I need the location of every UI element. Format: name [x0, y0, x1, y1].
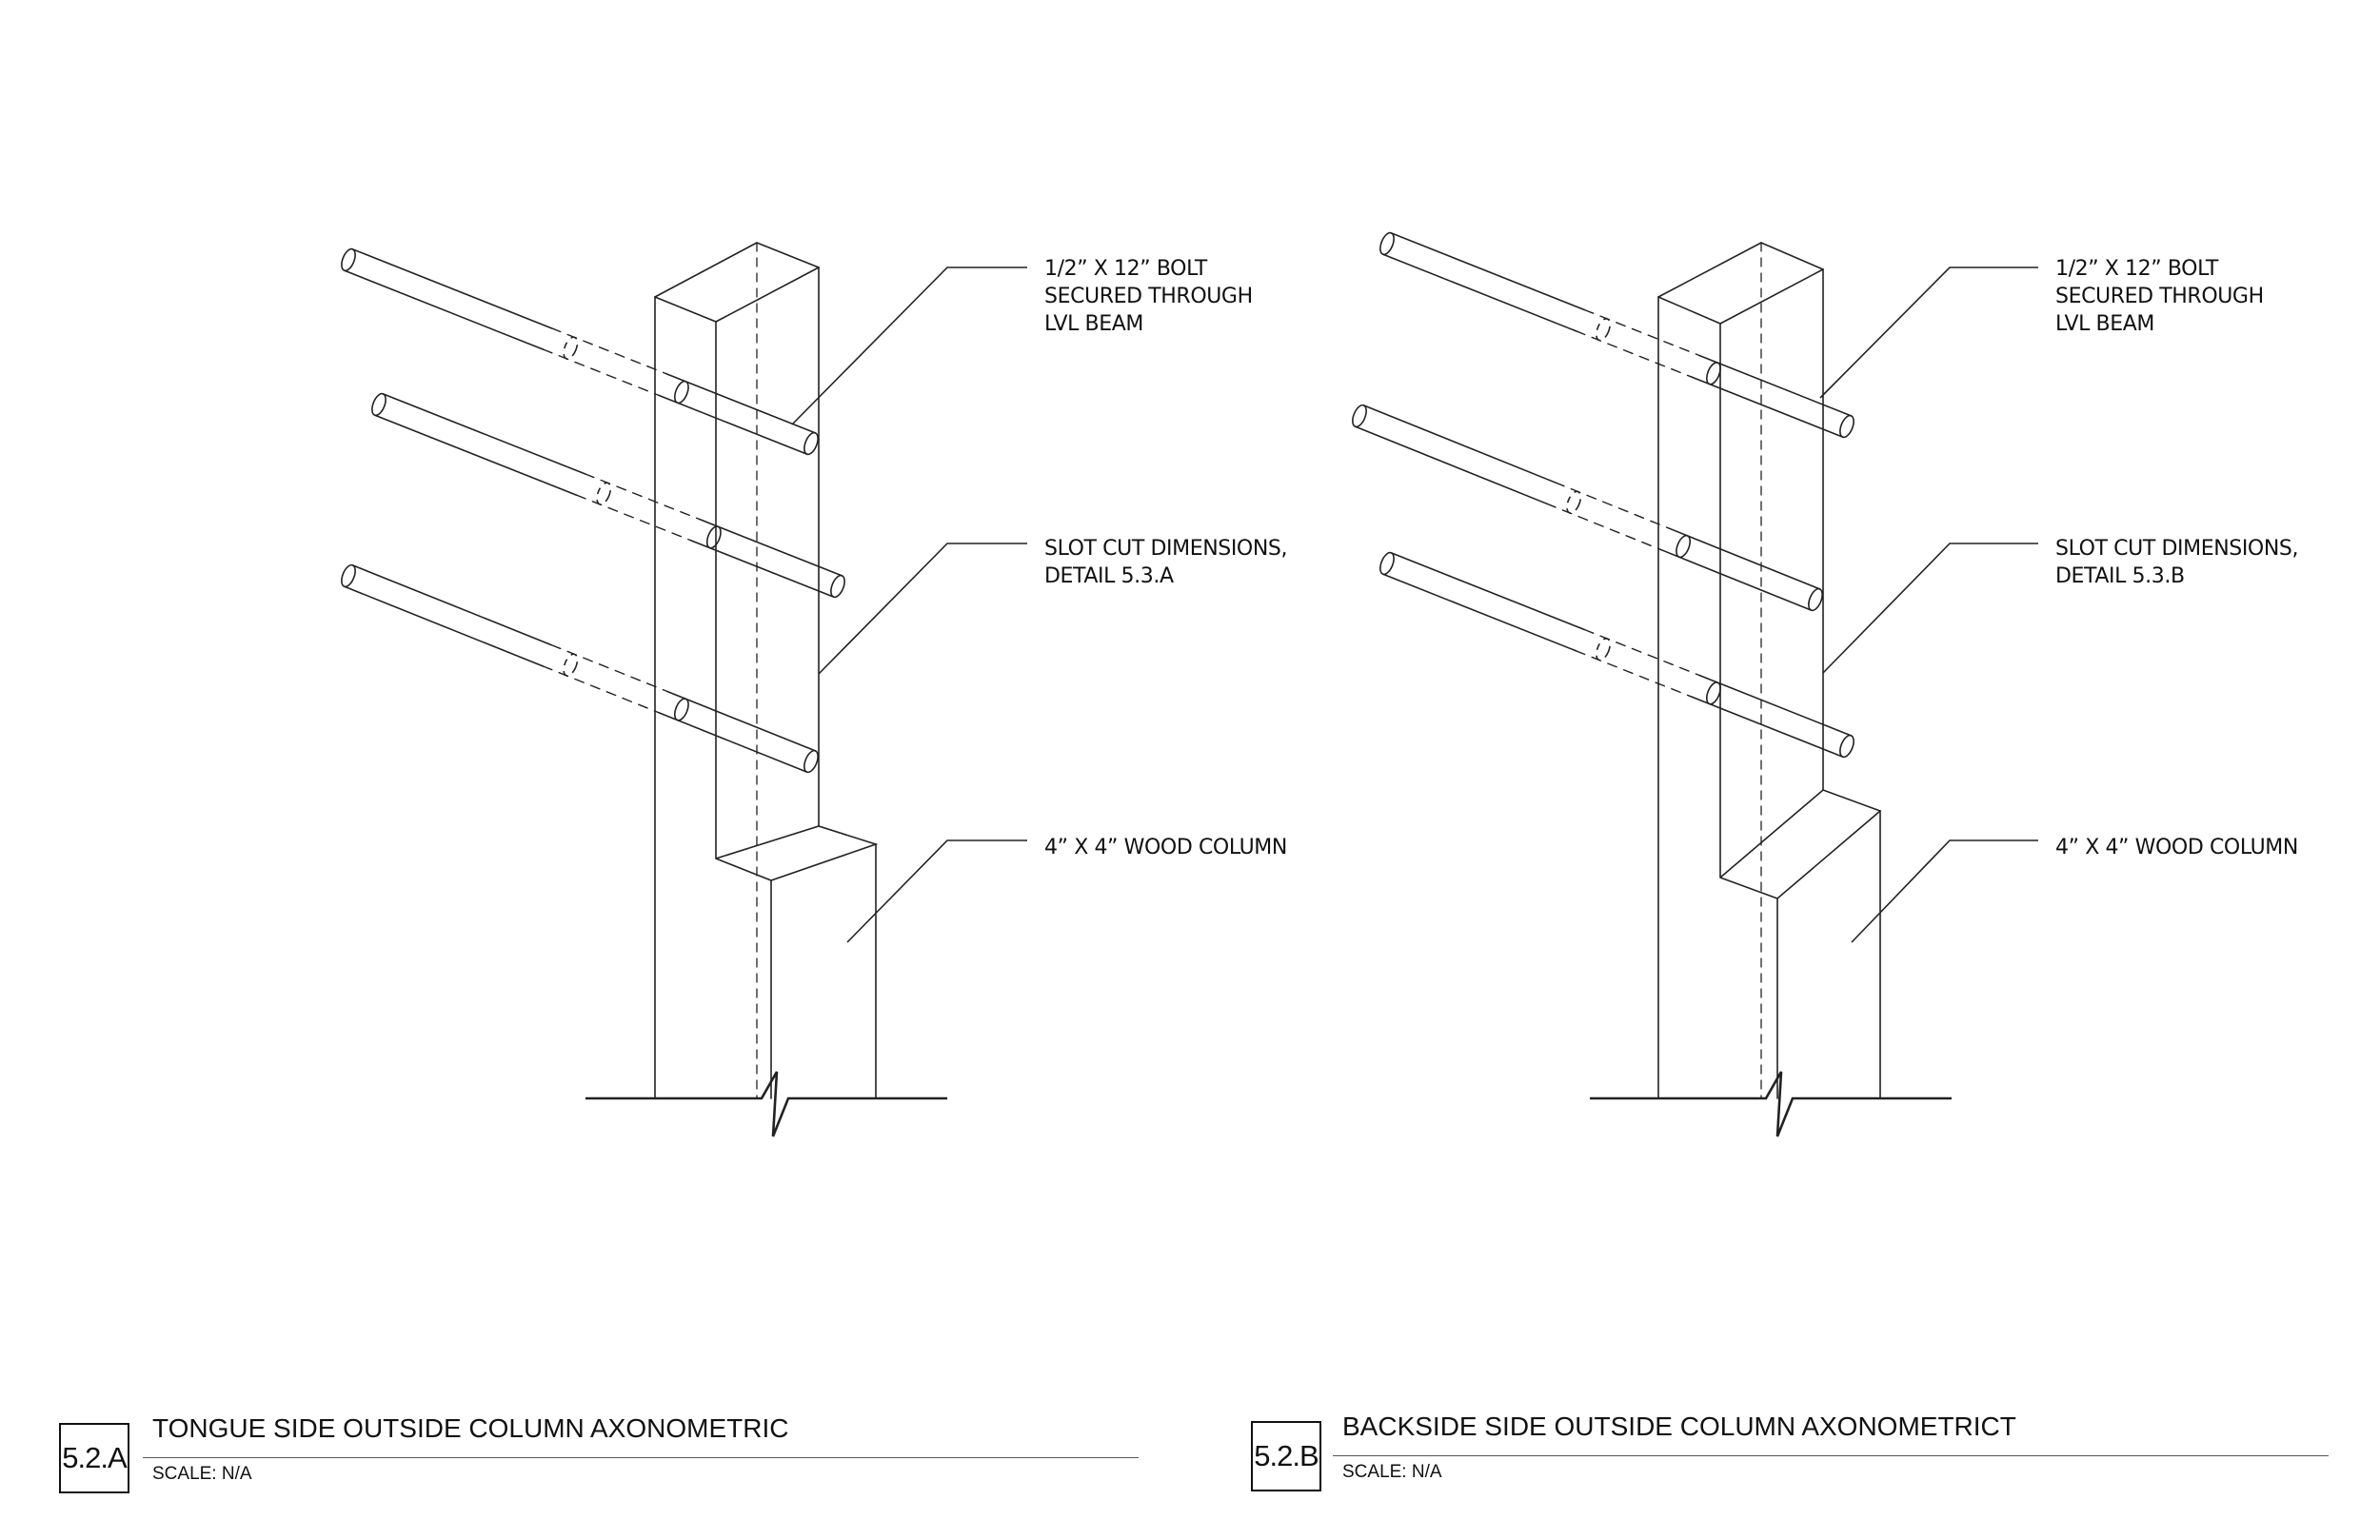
detail-a-bolt-top-edge	[666, 373, 817, 434]
detail-a-bolt-middle-hidden-edge	[584, 473, 701, 521]
detail-a-slot-notch	[715, 825, 879, 881]
detail-a-bolt-top-hidden-edge	[542, 348, 660, 397]
detail-a-bolt-bottom-joint	[563, 653, 579, 677]
detail-a-bolt-bottom-edge	[666, 690, 817, 752]
detail-b-bolt-top-joint	[1596, 318, 1611, 342]
title-rule-a	[143, 1457, 1139, 1458]
detail-a-bolt-top-hidden-edge	[550, 327, 668, 375]
detail-a-bolt-top-edge	[658, 394, 808, 455]
detail-b-bolt-top-edge	[1698, 354, 1853, 417]
detail-tag-b: 5.2.B	[1251, 1421, 1321, 1491]
note-slot-cut-b: SLOT CUT DIMENSIONS, DETAIL 5.3.B	[2055, 537, 2299, 588]
detail-b-bolt-top-end-cap	[1839, 414, 1854, 439]
detail-b-col-top-back	[1760, 242, 1824, 270]
detail-b-leader-bolt	[1819, 267, 2038, 399]
note-bolt-a: 1/2” X 12” BOLT SECURED THROUGH LVL BEAM	[1044, 257, 1253, 336]
detail-b-bolt-bottom-end-cap	[1839, 734, 1854, 759]
detail-a-bolt-middle-end-cap	[830, 574, 845, 599]
detail-b-bolt-bottom-hidden-edge	[1575, 650, 1692, 698]
note-slot-cut-a: SLOT CUT DIMENSIONS, DETAIL 5.3.A	[1044, 537, 1288, 588]
detail-a-col-top-left	[654, 242, 758, 298]
detail-title-b: BACKSIDE SIDE OUTSIDE COLUMN AXONOMETRIC…	[1342, 1412, 2016, 1441]
detail-title-a: TONGUE SIDE OUTSIDE COLUMN AXONOMETRIC	[152, 1413, 789, 1443]
detail-a-bolt-top-joint	[673, 380, 689, 405]
title-rule-b	[1333, 1455, 2329, 1456]
detail-b-bolt-middle-edge	[1362, 405, 1557, 484]
detail-b-bolt-top-start-cap	[1379, 231, 1395, 256]
detail-a-bolt-top-start-cap	[341, 247, 356, 272]
detail-a-bolt-middle-edge	[373, 414, 578, 496]
detail-a-bolt-middle-edge	[699, 518, 843, 577]
detail-a-bolt-bottom-start-cap	[341, 563, 356, 588]
detail-a-bolt-bottom-hidden-edge	[550, 644, 668, 693]
detail-a-bolt-bottom-edge	[343, 585, 545, 667]
detail-b-col-top-right	[1719, 268, 1824, 325]
detail-b-bolt-top-joint	[1706, 362, 1721, 385]
detail-b-bolt-bottom-joint	[1596, 638, 1611, 661]
detail-a-bolt-bottom-edge	[351, 564, 553, 646]
detail-a-bolt-bottom-joint	[673, 698, 689, 721]
note-wood-column-b: 4” X 4” WOOD COLUMN	[2055, 836, 2298, 859]
detail-b-bolt-bottom-edge	[1698, 674, 1853, 737]
detail-b-bolt-bottom-start-cap	[1379, 551, 1395, 576]
detail-b-leader-slot	[1822, 543, 2038, 674]
detail-b-bolt-bottom-edge	[1390, 552, 1586, 631]
detail-a-bolt-middle-edge	[690, 540, 835, 598]
detail-a-col-top-right	[715, 267, 820, 323]
detail-b-bolt-middle-edge	[1659, 548, 1813, 611]
detail-b-leader-column	[1851, 839, 2038, 943]
detail-b-ground-break-line	[1590, 1071, 1952, 1137]
detail-b-bolt-bottom-edge	[1690, 695, 1844, 758]
detail-b-col-top-front	[1657, 296, 1721, 325]
detail-a-bolt-middle-joint	[705, 525, 722, 549]
detail-a-bolt-top-edge	[351, 248, 553, 329]
detail-a-bolt-middle-joint	[596, 482, 612, 505]
detail-a-bolt-bottom-end-cap	[803, 749, 819, 774]
note-wood-column-a: 4” X 4” WOOD COLUMN	[1044, 836, 1287, 859]
detail-b-bolt-top-edge	[1381, 253, 1577, 332]
detail-a-bolt-top-edge	[343, 269, 545, 350]
detail-tag-a: 5.2.A	[59, 1423, 129, 1493]
detail-a-bolt-middle-edge	[382, 393, 586, 475]
detail-a-bolt-bottom-edge	[658, 711, 808, 773]
detail-b-bolt-bottom-edge	[1381, 573, 1577, 652]
detail-a-leader-bolt	[791, 267, 1027, 425]
detail-a-bolt-bottom-hidden-edge	[542, 665, 660, 714]
detail-b-bolt-middle-edge	[1354, 425, 1548, 504]
detail-b-bolt-middle-hidden-edge	[1545, 503, 1662, 551]
detail-a-leader-slot	[818, 543, 1027, 675]
detail-a-ground-break-line	[585, 1071, 947, 1137]
detail-b-bolt-top-edge	[1390, 232, 1586, 311]
detail-a-leader-column	[846, 839, 1027, 943]
note-bolt-b: 1/2” X 12” BOLT SECURED THROUGH LVL BEAM	[2055, 257, 2264, 336]
detail-scale-b: SCALE: N/A	[1342, 1462, 1442, 1482]
detail-b-bolt-bottom-joint	[1706, 681, 1721, 705]
detail-b-bolt-middle-joint	[1566, 490, 1582, 514]
detail-b-col-top-left	[1657, 242, 1762, 298]
detail-b-bolt-top-hidden-edge	[1583, 308, 1700, 357]
detail-b-bolt-top-edge	[1690, 375, 1844, 438]
detail-a-col-top-back	[756, 242, 820, 268]
detail-b-bolt-middle-start-cap	[1352, 404, 1367, 428]
detail-b-bolt-middle-end-cap	[1808, 587, 1823, 612]
detail-b-bolt-middle-hidden-edge	[1554, 482, 1671, 529]
detail-scale-a: SCALE: N/A	[152, 1464, 252, 1484]
detail-a-bolt-middle-start-cap	[371, 392, 387, 417]
detail-b-slot-notch	[1719, 789, 1882, 899]
detail-a-bolt-middle-hidden-edge	[575, 494, 692, 542]
detail-a-bolt-top-joint	[563, 336, 579, 360]
detail-b-bolt-top-hidden-edge	[1575, 330, 1692, 378]
detail-b-bolt-bottom-hidden-edge	[1583, 628, 1700, 677]
detail-a-col-top-front	[654, 296, 717, 323]
detail-b-bolt-middle-edge	[1668, 527, 1821, 590]
detail-b-bolt-middle-joint	[1676, 534, 1692, 559]
detail-a-bolt-top-end-cap	[803, 431, 819, 456]
